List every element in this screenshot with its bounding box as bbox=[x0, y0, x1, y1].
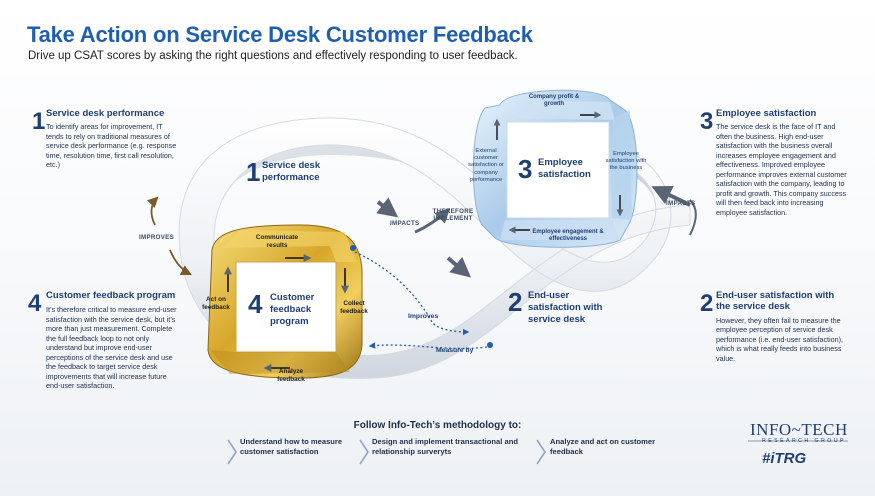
methodology-steps: Understand how to measure customer satis… bbox=[228, 437, 658, 467]
methodology-lead: Follow Info-Tech’s methodology to: bbox=[353, 420, 522, 431]
section-heading: Employee satisfaction bbox=[716, 108, 817, 119]
section-number: 4 bbox=[28, 290, 42, 317]
right-bottom-section: 2 End-user satisfaction with the service… bbox=[700, 290, 848, 363]
impacts-left-label: IMPACTS bbox=[390, 220, 420, 227]
program-number: 4 bbox=[248, 289, 263, 319]
section-heading: Customer feedback program bbox=[46, 290, 176, 301]
right-top-section: 3 Employee satisfaction The service desk… bbox=[700, 108, 848, 217]
gold-loop-bottom: Analyze feedback bbox=[277, 368, 305, 383]
page-title: Take Action on Service Desk Customer Fee… bbox=[27, 22, 533, 47]
dotted-measure-label: Measure by bbox=[436, 347, 474, 354]
improves-label: IMPROVES bbox=[139, 234, 175, 241]
infotech-logo: INFO~TECH bbox=[750, 420, 848, 439]
employee-text: Employee satisfaction bbox=[538, 157, 591, 180]
blue-loop-arrows bbox=[493, 111, 624, 234]
section-body: To identify areas for improvement, IT te… bbox=[46, 122, 177, 170]
gold-loop-left: Act on feedback bbox=[202, 296, 230, 311]
section-body: The service desk is the face of IT and o… bbox=[716, 122, 847, 217]
therefore-implement-label: THEREFORE IMPLEMENT bbox=[432, 208, 474, 223]
blue-loop-bottom: Employee engagement & effectiveness bbox=[532, 229, 604, 243]
footer-chevrons bbox=[227, 439, 848, 465]
feedback-program-loop bbox=[207, 224, 363, 379]
blue-loop-right: Employee satisfaction with the business bbox=[605, 151, 647, 172]
gold-loop-top: Communicate results bbox=[255, 234, 299, 249]
enduser-label: 2 End-user satisfaction with service des… bbox=[508, 287, 618, 326]
employee-satisfaction-loop bbox=[472, 89, 638, 248]
gold-loop-right: Collect feedback bbox=[340, 300, 368, 315]
improves-arrows bbox=[147, 196, 192, 275]
section-number: 1 bbox=[32, 108, 46, 135]
left-bottom-section: 4 Customer feedback program It’s therefo… bbox=[28, 290, 180, 391]
dotted-improves-label: Improves bbox=[408, 313, 439, 320]
perf-label: 1 Service desk performance bbox=[246, 157, 346, 187]
employee-label: 3 Employee satisfaction bbox=[518, 154, 608, 184]
perf-number: 1 bbox=[246, 157, 261, 187]
program-text: Customer feedback program bbox=[270, 292, 315, 327]
enduser-number: 2 bbox=[508, 287, 523, 317]
program-label: 4 Customer feedback program bbox=[248, 289, 338, 328]
enduser-text: End-user satisfaction with service desk bbox=[528, 290, 603, 325]
perf-text: Service desk performance bbox=[262, 160, 321, 183]
blue-loop-left: External customer satisfaction or compan… bbox=[468, 148, 504, 183]
section-body: However, they often fail to measure the … bbox=[716, 315, 844, 363]
section-number: 3 bbox=[700, 108, 714, 135]
gold-loop-arrows bbox=[224, 254, 349, 372]
section-heading: Service desk performance bbox=[46, 108, 165, 119]
blue-loop-top: Company profit & growth bbox=[528, 94, 580, 108]
page-subtitle: Drive up CSAT scores by asking the right… bbox=[28, 50, 518, 62]
step-2: Design and implement transactional and r… bbox=[372, 437, 518, 456]
step-1: Understand how to measure customer satis… bbox=[240, 437, 343, 456]
section-body: It’s therefore critical to measure end-u… bbox=[46, 305, 177, 391]
section-heading: End-user satisfaction with the service d… bbox=[716, 290, 835, 313]
impacts-right-label: IMPACTS bbox=[666, 200, 696, 207]
logo-tagline: RESEARCH GROUP bbox=[762, 438, 846, 444]
flow-arrows bbox=[376, 185, 697, 278]
hashtag-logo: #iTRG bbox=[762, 450, 807, 467]
step-3: Analyze and act on customer feedback bbox=[550, 437, 656, 456]
section-number: 2 bbox=[700, 290, 714, 317]
left-top-section: 1 Service desk performance To identify a… bbox=[32, 108, 180, 170]
employee-number: 3 bbox=[518, 154, 533, 184]
dotted-arrows bbox=[350, 245, 493, 350]
